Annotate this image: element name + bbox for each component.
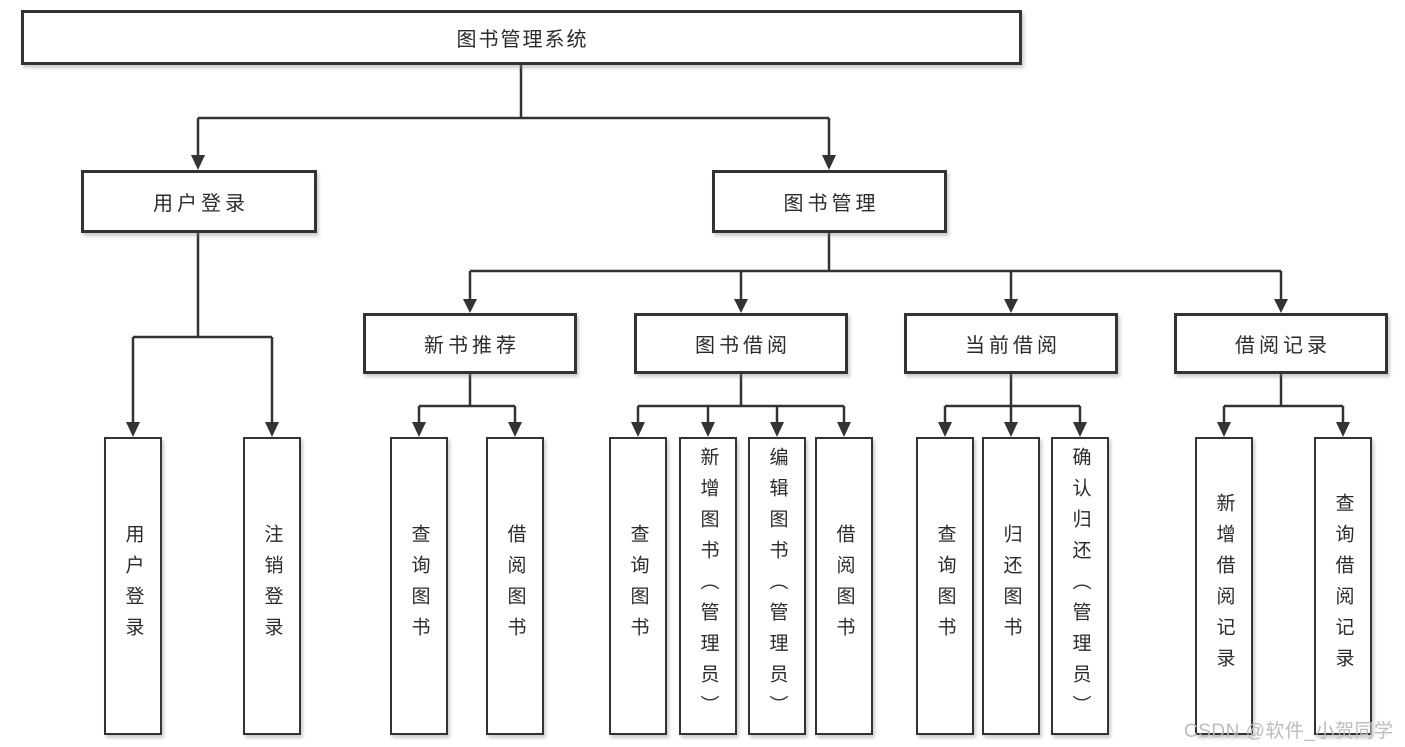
leaf-current-query-books-label: 查询图书 — [934, 524, 956, 648]
leaf-return-books-label: 归还图书 — [1000, 524, 1022, 648]
leaf-recommend-query-books: 查询图书 — [390, 437, 448, 735]
leaf-user-login-label: 用户登录 — [122, 524, 144, 648]
leaf-logout-label: 注销登录 — [261, 524, 283, 648]
leaf-add-borrow-record: 新增借阅记录 — [1195, 437, 1253, 735]
leaf-borrowing-query-books: 查询图书 — [609, 437, 667, 735]
leaf-query-borrow-record-label: 查询借阅记录 — [1332, 493, 1354, 679]
leaf-borrowing-borrow-books: 借阅图书 — [815, 437, 873, 735]
leaf-borrowing-query-books-label: 查询图书 — [627, 524, 649, 648]
leaf-query-borrow-record: 查询借阅记录 — [1314, 437, 1372, 735]
node-user-login-label: 用户登录 — [153, 193, 249, 215]
leaf-recommend-borrow-books: 借阅图书 — [486, 437, 544, 735]
node-library-system: 图书管理系统 — [21, 10, 1022, 65]
leaf-edit-books-admin-label: 编辑图书（管理员） — [766, 446, 788, 726]
leaf-add-borrow-record-label: 新增借阅记录 — [1213, 493, 1235, 679]
node-book-borrowing-label: 图书借阅 — [695, 335, 791, 357]
leaf-return-books: 归还图书 — [982, 437, 1040, 735]
node-new-book-recommendation: 新书推荐 — [363, 313, 577, 374]
leaf-add-books-admin: 新增图书（管理员） — [679, 437, 737, 735]
node-borrowing-records: 借阅记录 — [1174, 313, 1388, 374]
node-book-management-label: 图书管理 — [783, 193, 880, 215]
leaf-confirm-return-admin: 确认归还（管理员） — [1051, 437, 1109, 735]
leaf-recommend-borrow-books-label: 借阅图书 — [504, 524, 526, 648]
node-current-borrowing-label: 当前借阅 — [965, 335, 1061, 357]
leaf-edit-books-admin: 编辑图书（管理员） — [748, 437, 806, 735]
node-user-login: 用户登录 — [81, 170, 317, 233]
leaf-add-books-admin-label: 新增图书（管理员） — [697, 446, 719, 726]
node-borrowing-records-label: 借阅记录 — [1235, 335, 1331, 357]
node-book-management: 图书管理 — [712, 170, 947, 233]
leaf-current-query-books: 查询图书 — [916, 437, 974, 735]
node-library-system-label: 图书管理系统 — [456, 29, 589, 51]
leaf-confirm-return-admin-label: 确认归还（管理员） — [1069, 446, 1091, 726]
node-book-borrowing: 图书借阅 — [634, 313, 848, 374]
node-current-borrowing: 当前借阅 — [904, 313, 1118, 374]
watermark: CSDN @软件_小贺同学 — [1184, 721, 1394, 742]
leaf-borrowing-borrow-books-label: 借阅图书 — [833, 524, 855, 648]
leaf-logout: 注销登录 — [243, 437, 301, 735]
leaf-user-login: 用户登录 — [104, 437, 162, 735]
node-new-book-recommendation-label: 新书推荐 — [424, 335, 520, 357]
leaf-recommend-query-books-label: 查询图书 — [408, 524, 430, 648]
